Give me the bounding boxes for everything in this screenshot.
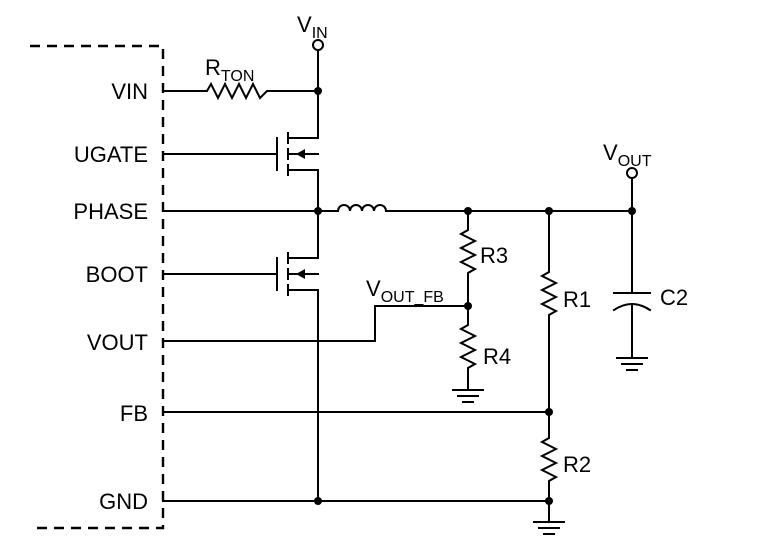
- r3-resistor: [458, 210, 478, 307]
- inductor: [336, 204, 393, 213]
- rton-label: RTON: [205, 55, 254, 85]
- junction-dot: [314, 497, 322, 505]
- ground-symbol: [452, 389, 484, 403]
- junction-dot: [545, 497, 553, 505]
- low-side-mosfet: [162, 210, 319, 502]
- ground-symbol: [616, 357, 648, 371]
- pin-label-boot: BOOT: [86, 262, 148, 287]
- r2-label: R2: [563, 452, 591, 477]
- r1-label: R1: [563, 287, 591, 312]
- ground-symbol: [533, 521, 565, 535]
- high-side-mosfet: [162, 90, 319, 212]
- r4-label: R4: [483, 344, 511, 369]
- rton-resistor: [162, 81, 319, 101]
- r2-resistor: [539, 411, 559, 523]
- pin-label-fb: FB: [120, 401, 148, 426]
- ic-boundary: [30, 44, 165, 530]
- r1-resistor: [539, 210, 559, 413]
- c2-label: C2: [660, 285, 688, 310]
- vout-node-label: VOUT: [603, 140, 652, 170]
- pin-label-vin: VIN: [111, 79, 148, 104]
- pin-label-phase: PHASE: [73, 199, 148, 224]
- vout-sense-wire: [162, 305, 469, 342]
- pin-label-gnd: GND: [99, 489, 148, 514]
- vout-terminal: [626, 167, 638, 212]
- vin-node-label: VIN: [297, 12, 328, 42]
- pin-label-vout: VOUT: [87, 330, 148, 355]
- pin-label-ugate: UGATE: [74, 142, 148, 167]
- r3-label: R3: [480, 243, 508, 268]
- r4-resistor: [458, 305, 478, 391]
- vin-terminal: [312, 39, 324, 92]
- voutfb-node-label: VOUT_FB: [366, 276, 444, 306]
- c2-capacitor: [612, 210, 652, 359]
